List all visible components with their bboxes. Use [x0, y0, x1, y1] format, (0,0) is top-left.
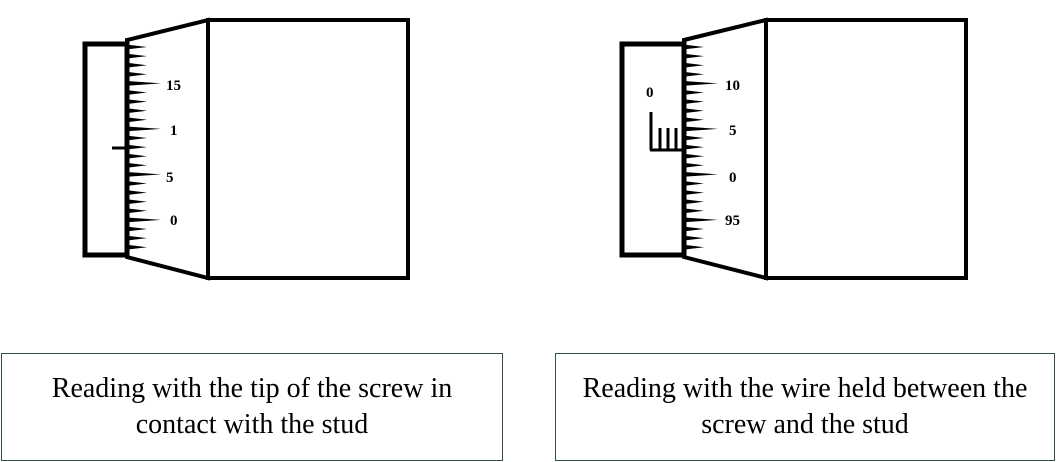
circular-scale-tick [684, 144, 704, 150]
circular-scale-tick [684, 226, 704, 232]
circular-scale-major-tick [127, 217, 161, 223]
circular-scale-tick [127, 153, 147, 159]
circular-scale-tick [684, 71, 704, 77]
circular-scale-tick [127, 162, 147, 168]
circular-scale-tick [127, 90, 147, 95]
thimble-taper-right [682, 17, 768, 281]
circular-scale-ticks-left [127, 44, 161, 250]
circular-scale-tick [684, 99, 704, 104]
caption-left: Reading with the tip of the screw in con… [1, 353, 503, 461]
circular-scale-tick [684, 90, 704, 95]
circular-scale-label: 95 [725, 213, 740, 229]
circular-scale-label: 5 [166, 170, 174, 186]
circular-scale-tick [127, 135, 147, 141]
circular-scale-tick [127, 44, 147, 50]
circular-scale-major-tick [127, 126, 161, 132]
circular-scale-tick [127, 71, 147, 77]
circular-scale-tick [684, 235, 704, 241]
circular-scale-tick [684, 153, 704, 159]
circular-scale-tick [684, 53, 704, 59]
circular-scale-ticks-right [684, 44, 718, 250]
circular-scale-tick [684, 44, 704, 50]
circular-scale-label: 5 [729, 123, 737, 139]
circular-scale-tick [127, 226, 147, 232]
circular-scale-tick [127, 99, 147, 104]
circular-scale-tick [684, 181, 704, 186]
circular-scale-tick [127, 199, 147, 205]
circular-scale-tick [127, 108, 147, 114]
thimble-taper-left [125, 17, 210, 281]
circular-scale-tick [684, 62, 704, 68]
circular-scale-tick [127, 244, 147, 250]
circular-scale-tick [684, 244, 704, 250]
circular-scale-major-tick [684, 172, 718, 177]
circular-scale-tick [127, 190, 147, 195]
circular-scale-tick [127, 208, 147, 214]
circular-scale-tick [684, 117, 704, 123]
caption-right: Reading with the wire held between the s… [555, 353, 1055, 461]
circular-scale-tick [127, 53, 147, 59]
circular-scale-label: 10 [725, 78, 740, 94]
thimble-body-left [206, 18, 410, 280]
circular-scale-major-tick [684, 217, 718, 223]
thimble-body-right [764, 18, 968, 280]
circular-scale-tick [684, 199, 704, 205]
main-scale-right [649, 112, 684, 152]
micrometer-left: 15 1 5 0 [82, 17, 410, 281]
circular-scale-tick [127, 62, 147, 68]
circular-scale-tick [684, 162, 704, 168]
circular-scale-tick [127, 181, 147, 186]
circular-scale-tick [127, 144, 147, 150]
circular-scale-major-tick [127, 172, 161, 177]
circular-scale-label: 1 [170, 123, 178, 139]
circular-scale-major-tick [684, 81, 718, 86]
circular-scale-tick [127, 235, 147, 241]
circular-scale-major-tick [127, 81, 161, 86]
circular-scale-major-tick [684, 126, 718, 132]
main-scale-label: 0 [646, 85, 654, 101]
circular-scale-label: 0 [729, 170, 737, 186]
circular-scale-tick [684, 190, 704, 195]
circular-scale-tick [684, 108, 704, 114]
circular-scale-tick [127, 117, 147, 123]
circular-scale-label: 0 [170, 213, 178, 229]
circular-scale-tick [684, 135, 704, 141]
circular-scale-label: 15 [166, 78, 181, 94]
micrometer-right: 0 10 5 0 95 [619, 17, 968, 281]
circular-scale-tick [684, 208, 704, 214]
